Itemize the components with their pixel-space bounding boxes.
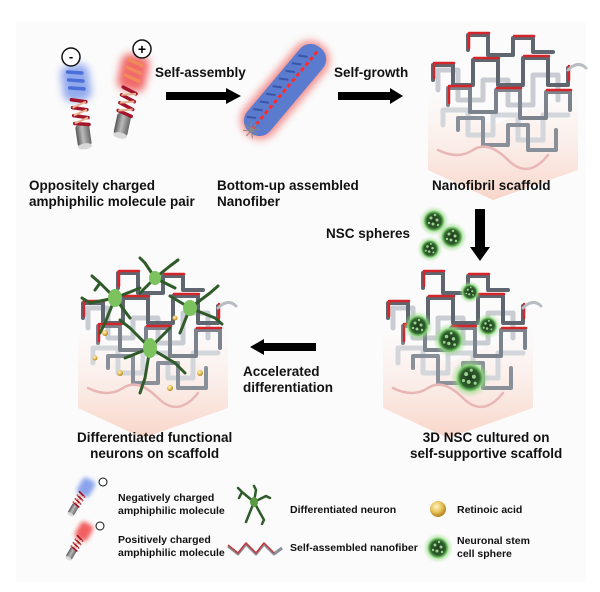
scaffold-caption: Nanofibril scaffold	[432, 178, 551, 193]
caption-line: neurons on scaffold	[90, 446, 220, 461]
positive-molecule-icon	[110, 53, 150, 142]
legend-text: amphiphilic molecule	[118, 505, 225, 517]
positive-charge-icon	[132, 39, 152, 59]
differentiation-arrow	[250, 339, 316, 355]
legend-text: cell sphere	[457, 548, 512, 560]
legend-item-negative: Negatively charged amphiphilic molecule	[118, 492, 225, 518]
neurons-caption: Differentiated functional neurons on sca…	[77, 430, 232, 462]
self-growth-arrow	[338, 88, 403, 104]
positive-molecule-icon	[63, 521, 94, 563]
differentiated-neurons-illustration	[70, 256, 250, 428]
legend-icons-molecules	[63, 477, 108, 563]
caption-line: Differentiated functional	[77, 430, 233, 445]
molecule-pair-illustration: - +	[60, 39, 152, 152]
nsc-cultured-scaffold-illustration	[378, 268, 558, 428]
caption-line: Accelerated	[243, 364, 320, 379]
positive-sign: +	[138, 41, 146, 57]
self-assembly-arrow	[166, 88, 241, 104]
caption-line: differentiation	[243, 380, 333, 395]
nsc-sphere	[435, 325, 465, 355]
neuron-icon	[236, 484, 272, 526]
caption-line: Nanofiber	[217, 194, 281, 209]
legend-text: Neuronal stem	[457, 535, 530, 547]
legend-text: amphiphilic molecule	[118, 547, 225, 559]
down-arrow	[470, 209, 490, 261]
nsc-sphere	[419, 238, 441, 260]
nanofibril-scaffold-illustration	[420, 30, 595, 200]
negative-molecule-icon	[60, 64, 95, 152]
nanofiber-illustration	[240, 40, 330, 140]
negative-molecule-icon	[65, 477, 96, 519]
nanofiber-caption: Bottom-up assembled Nanofiber	[217, 178, 359, 210]
caption-line: Bottom-up assembled	[217, 178, 359, 193]
retinoic-acid-icon	[430, 501, 446, 517]
nanofiber-icon	[227, 542, 283, 556]
legend-item-retinoic-acid: Retinoic acid	[457, 504, 523, 516]
legend-item-nanofiber: Self-assembled nanofiber	[290, 542, 418, 554]
caption-line: self-supportive scaffold	[410, 446, 563, 461]
legend-text: Positively charged	[118, 534, 211, 546]
legend-text: Negatively charged	[118, 492, 215, 504]
caption-line: Oppositely charged	[29, 178, 156, 193]
caption-line: amphiphilic molecule pair	[29, 194, 195, 209]
nsc-sphere	[453, 361, 487, 395]
negative-sign: -	[69, 49, 73, 64]
nsc-spheres-cluster	[412, 205, 472, 260]
nsc-sphere-icon	[423, 533, 453, 563]
legend-item-nsc-sphere: Neuronal stem cell sphere	[457, 535, 530, 561]
nsc-sphere	[439, 224, 465, 250]
legend-item-neuron: Differentiated neuron	[290, 504, 397, 516]
nsc-sphere	[460, 282, 480, 302]
nsc-sphere	[405, 313, 431, 339]
negative-charge-icon	[61, 47, 81, 67]
legend-item-positive: Positively charged amphiphilic molecule	[118, 534, 225, 560]
self-growth-label: Self-growth	[334, 65, 409, 80]
nsc-sphere	[477, 315, 499, 337]
nsc-cultured-caption: 3D NSC cultured on self-supportive scaff…	[410, 430, 562, 462]
nsc-spheres-label: NSC spheres	[326, 226, 411, 241]
molecule-pair-caption: Oppositely charged amphiphilic molecule …	[29, 178, 195, 210]
self-assembly-label: Self-assembly	[155, 65, 246, 80]
accelerated-differentiation-label: Accelerated differentiation	[243, 364, 333, 396]
caption-line: 3D NSC cultured on	[422, 430, 550, 445]
